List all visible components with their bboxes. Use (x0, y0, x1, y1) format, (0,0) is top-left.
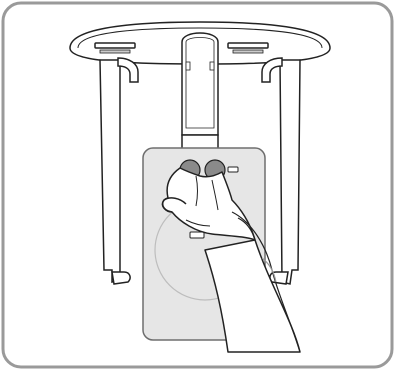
center-column-icon (182, 33, 218, 163)
panel-slot-marker-lower (190, 232, 204, 238)
panel-slot-marker (228, 167, 238, 172)
